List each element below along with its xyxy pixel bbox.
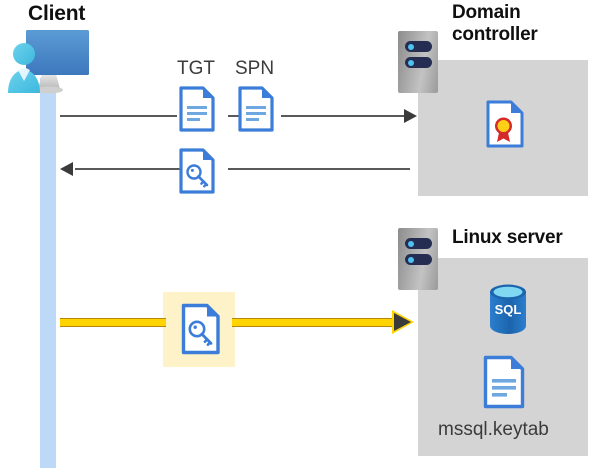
- key-document-icon: [179, 148, 215, 194]
- client-user-monitor-icon: [4, 27, 94, 99]
- tgt-document-icon: [179, 86, 215, 132]
- sql-database-icon: SQL: [487, 283, 529, 335]
- flow-2-line-segment: [75, 168, 180, 170]
- server-tower-icon: [398, 31, 438, 93]
- keytab-filename-label: mssql.keytab: [438, 419, 549, 440]
- spn-document-icon: [238, 86, 274, 132]
- flow-1-line-segment: [228, 115, 240, 117]
- flow-1-line-segment: [60, 115, 177, 117]
- flow-3-line-segment: [232, 318, 394, 327]
- flow-3-line-segment: [60, 318, 166, 327]
- key-document-icon: [181, 303, 221, 355]
- flow-3-arrowhead: [394, 313, 411, 331]
- sql-database-text: SQL: [495, 302, 522, 317]
- tgt-label: TGT: [177, 58, 215, 79]
- spn-label: SPN: [235, 58, 275, 79]
- flow-2-line-segment: [228, 168, 410, 170]
- server-tower-icon: [398, 228, 438, 290]
- keytab-document-icon: [483, 355, 525, 409]
- flow-2-arrowhead: [60, 162, 73, 176]
- server-bay-indicator: [405, 41, 432, 52]
- flow-1-line-segment: [281, 115, 409, 117]
- linux-server-title: Linux server: [452, 227, 563, 248]
- server-bay-indicator: [405, 238, 432, 249]
- client-lifeline: [40, 78, 56, 468]
- client-title: Client: [28, 2, 86, 25]
- server-bay-indicator: [405, 57, 432, 68]
- certificate-document-icon: [486, 100, 524, 148]
- flow-1-arrowhead: [404, 109, 417, 123]
- domain-controller-title: Domain controller: [452, 2, 538, 45]
- server-bay-indicator: [405, 254, 432, 265]
